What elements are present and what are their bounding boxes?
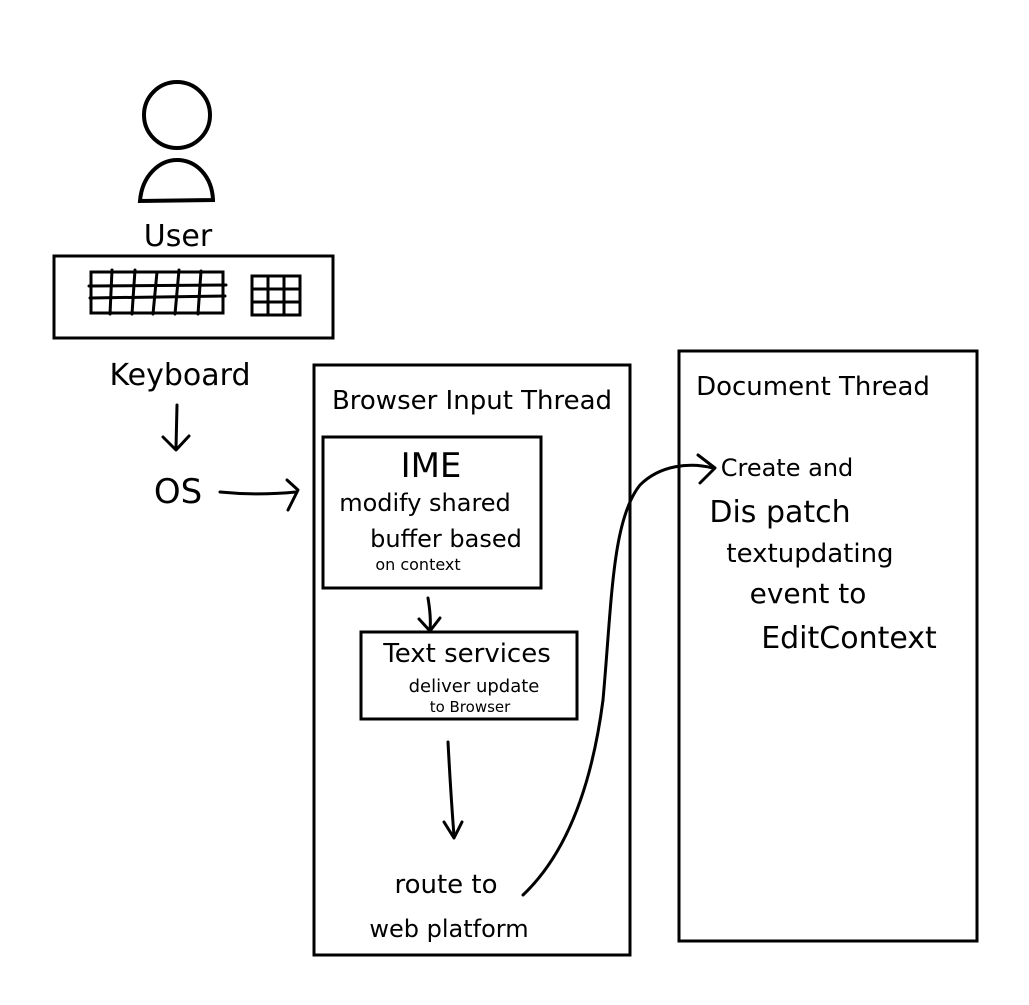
os-label: OS	[154, 472, 202, 512]
ime-line-1: modify shared	[339, 489, 511, 517]
user-label: User	[144, 219, 213, 254]
keyboard-icon	[52, 254, 335, 340]
document-thread-line-3: textupdating	[726, 539, 893, 569]
document-thread-line-5: EditContext	[761, 621, 937, 656]
arrow-text-services-to-route	[442, 740, 464, 840]
document-thread-box	[677, 349, 979, 943]
document-thread-line-4: event to	[750, 577, 867, 610]
text-services-line-1: deliver update	[409, 676, 540, 697]
text-services-line-2: to Browser	[430, 698, 511, 716]
ime-line-3: on context	[375, 555, 460, 574]
route-line-2: web platform	[369, 915, 528, 943]
document-thread-line-1: Create and	[721, 454, 854, 482]
arrow-os-to-browser	[218, 478, 300, 512]
route-line-1: route to	[394, 870, 497, 900]
ime-line-2: buffer based	[370, 525, 522, 553]
keyboard-label: Keyboard	[109, 358, 250, 393]
ime-box	[321, 435, 543, 590]
user-icon	[137, 80, 216, 204]
browser-input-thread-box	[312, 363, 632, 957]
text-services-box	[359, 630, 579, 721]
arrow-keyboard-to-os	[161, 403, 191, 452]
document-thread-title: Document Thread	[696, 372, 930, 402]
document-thread-line-2: Dis patch	[709, 495, 850, 530]
arrow-route-to-document-thread	[521, 453, 717, 897]
ime-title: IME	[401, 446, 462, 486]
browser-input-thread-title: Browser Input Thread	[332, 386, 612, 416]
arrow-ime-to-text-services	[417, 596, 442, 633]
text-services-title: Text services	[382, 639, 551, 669]
